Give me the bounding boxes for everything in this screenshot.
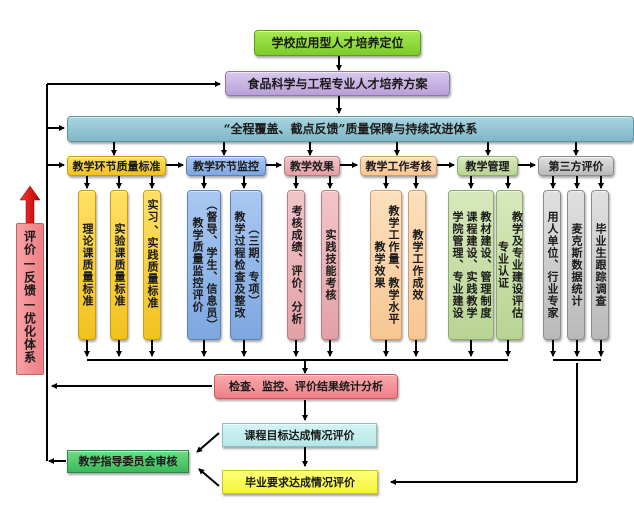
graduation-requirement-evaluation-box: 毕业要求达成情况评价 (222, 470, 378, 494)
header-teaching-effect: 教学效果 (284, 156, 340, 176)
column-theory-standard: 理论课质量标准 (78, 190, 96, 340)
column-text: 毕业生跟踪调查 (594, 223, 607, 307)
column-text: 、实践质量标准 (146, 225, 159, 309)
column-text: 考核成绩、评价、分析 (290, 205, 303, 325)
column-text: 教学过程检查及整改 (233, 211, 246, 319)
teaching-committee-review-box: 教学指导委员会审核 (67, 450, 189, 473)
column-text: 课程建设、实践教学 (465, 211, 478, 319)
column-text: 实习 (146, 199, 159, 223)
school-positioning-box: 学校应用型人才培养定位 (254, 30, 421, 56)
column-lab-standard: 实验课质量标准 (110, 190, 128, 340)
column-graduate-tracking: 毕业生跟踪调查 (591, 190, 609, 340)
column-text: 教学工作成效 (411, 229, 424, 301)
column-workload: 教学工作量、教学水平 教学效果 (370, 190, 402, 340)
header-teaching-monitoring: 教学环节监控 (186, 156, 266, 176)
column-mycos-data: 麦克斯数据统计 (567, 190, 585, 340)
column-text: 教学及专业建设评估 (510, 211, 524, 319)
column-text: 学院管理、专业建设 (451, 211, 464, 319)
column-management: 教材建设、管理制度 课程建设、实践教学 学院管理、专业建设 (448, 190, 494, 340)
column-employers: 用人单位、行业专家 (543, 190, 561, 340)
column-text: 教学工作量、教学水平 (387, 205, 400, 325)
column-text: 麦克斯数据统计 (570, 223, 583, 307)
column-text: （三期、专项） (247, 223, 260, 307)
header-teaching-management: 教学管理 (457, 156, 518, 176)
column-accreditation: 教学及专业建设评估 专业认证 (496, 190, 524, 340)
column-text: 专业认证 (496, 241, 510, 289)
column-text: 实验课质量标准 (113, 223, 126, 307)
column-quality-monitoring: （督导、学生、信息员） 教学质量监控评价 (187, 190, 221, 340)
header-teaching-standards: 教学环节质量标准 (67, 156, 166, 176)
course-goal-evaluation-box: 课程目标达成情况评价 (222, 423, 377, 447)
column-text: 理论课质量标准 (81, 223, 94, 307)
header-third-party: 第三方评价 (538, 156, 614, 176)
column-practice-standard: 实习 、实践质量标准 (143, 190, 161, 340)
column-process-inspection: （三期、专项） 教学过程检查及整改 (230, 190, 262, 340)
results-analysis-box: 检查、监控、评价结果统计分析 (214, 374, 398, 399)
column-text: （督导、学生、信息员） (205, 199, 218, 331)
header-work-assessment: 教学工作考核 (360, 156, 437, 176)
column-text: 实践技能考核 (324, 229, 337, 301)
feedback-text: 评价—反馈—优化体系 (22, 230, 37, 364)
column-exam-results: 考核成绩、评价、分析 (287, 190, 305, 340)
red-up-arrow-icon (19, 185, 41, 224)
feedback-system-label: 评价—反馈—优化体系 (16, 223, 44, 375)
column-work-results: 教学工作成效 (408, 190, 426, 340)
column-skill-assessment: 实践技能考核 (321, 190, 339, 340)
column-text: 教学质量监控评价 (191, 217, 204, 313)
quality-system-box: “全程覆盖、截点反馈”质量保障与持续改进体系 (67, 116, 634, 142)
training-plan-box: 食品科学与工程专业人才培养方案 (225, 71, 450, 96)
column-text: 教学效果 (373, 241, 386, 289)
column-text: 教材建设、管理制度 (479, 211, 492, 319)
column-text: 用人单位、行业专家 (546, 211, 559, 319)
